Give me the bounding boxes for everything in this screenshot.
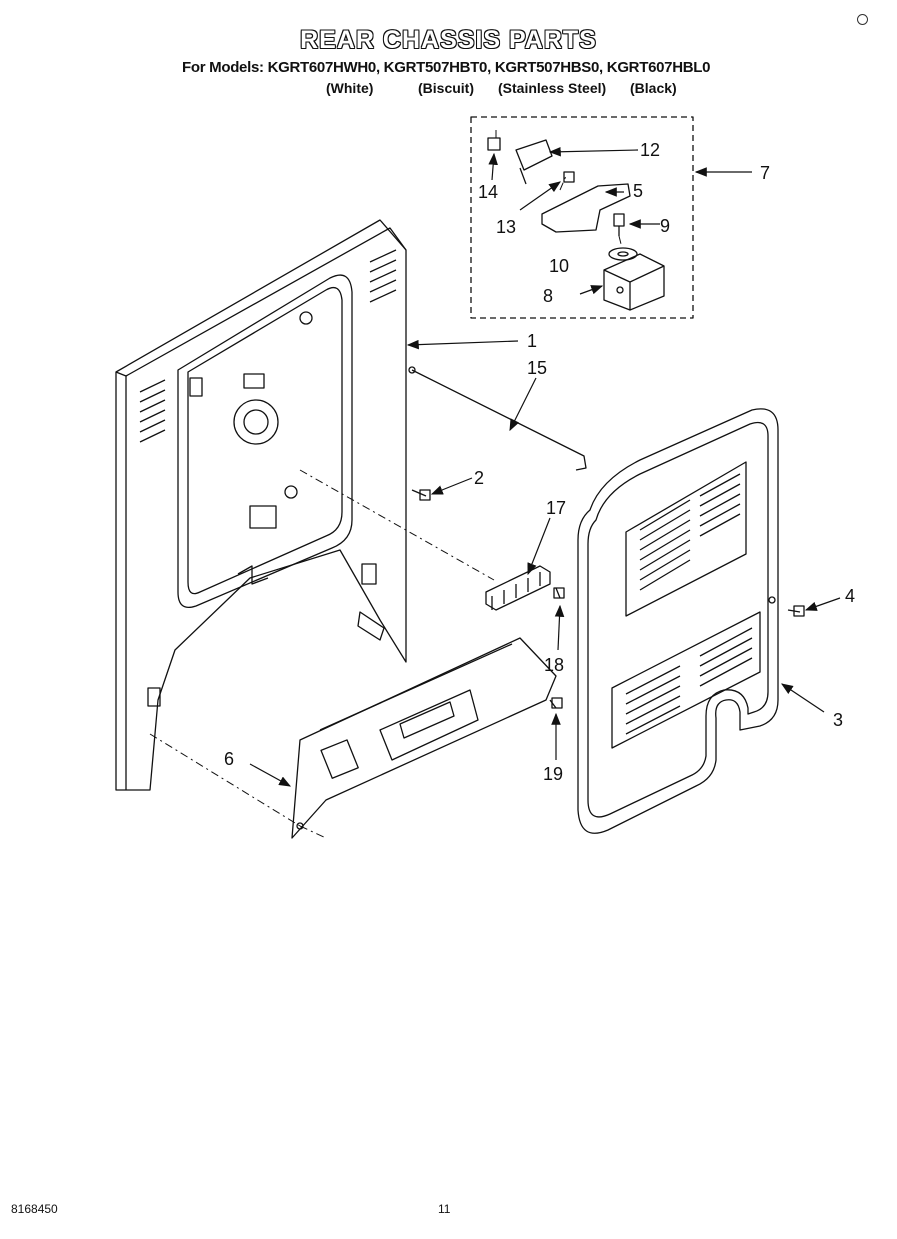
finish-black: (Black)	[630, 80, 677, 96]
corner-mark-icon	[857, 14, 868, 25]
callout-8: 8	[543, 286, 553, 306]
callout-3: 3	[833, 710, 843, 730]
page-title: REAR CHASSIS PARTS	[300, 26, 597, 54]
screw-part-2	[411, 489, 431, 501]
finish-biscuit: (Biscuit)	[418, 80, 474, 96]
callout-9: 9	[660, 216, 670, 236]
callout-7: 7	[760, 163, 770, 183]
finish-stainless-steel: (Stainless Steel)	[498, 80, 607, 96]
washer-part-10	[608, 247, 638, 261]
callout-12: 12	[640, 140, 660, 160]
side-panel-part-3	[577, 408, 779, 834]
clip-part-17	[485, 565, 551, 611]
callout-1: 1	[527, 331, 537, 351]
callout-19: 19	[543, 764, 563, 784]
callout-10: 10	[549, 256, 569, 276]
screw-part-4	[787, 605, 805, 617]
callout-15: 15	[527, 358, 547, 378]
lower-bracket-part-6	[291, 637, 557, 839]
screw-part-18	[553, 587, 565, 599]
callout-13: 13	[496, 217, 516, 237]
page-number: 11	[438, 1202, 451, 1216]
finish-white: (White)	[326, 80, 374, 96]
document-number: 8168450	[11, 1202, 58, 1216]
callout-6: 6	[224, 749, 234, 769]
spacer-part-14	[487, 137, 501, 151]
bracket-part-5	[541, 183, 631, 233]
screw-part-9	[613, 213, 625, 236]
rear-panel-part-1	[115, 219, 407, 791]
screw-part-13	[563, 171, 575, 183]
callout-18: 18	[544, 655, 564, 675]
callout-4: 4	[845, 586, 855, 606]
rod-part-15	[408, 366, 587, 471]
callout-17: 17	[546, 498, 566, 518]
models-line: For Models: KGRT607HWH0, KGRT507HBT0, KG…	[182, 59, 711, 76]
callout-14: 14	[478, 182, 498, 202]
bracket-part-12	[515, 139, 553, 185]
callout-5: 5	[633, 181, 643, 201]
block-part-8	[603, 253, 665, 311]
detail-box-7	[470, 116, 694, 319]
callout-2: 2	[474, 468, 484, 488]
screw-part-19	[549, 697, 563, 709]
